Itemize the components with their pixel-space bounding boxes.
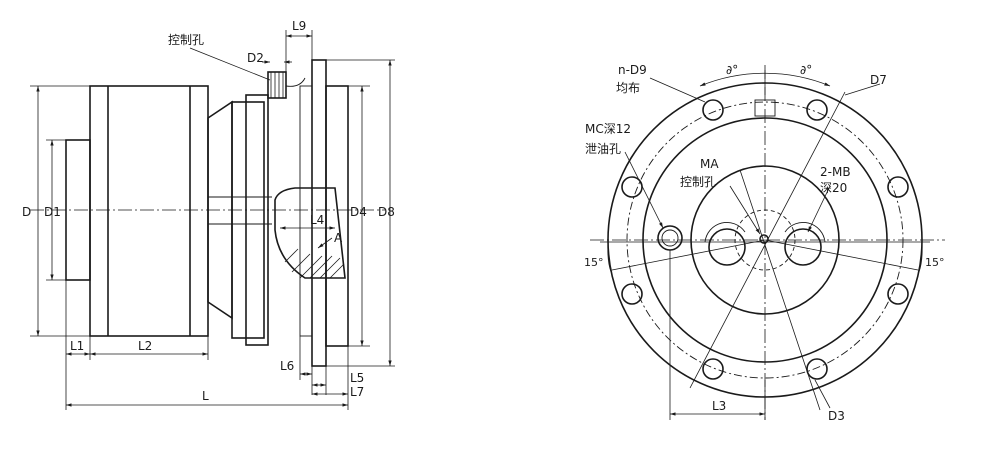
mb-hole-right xyxy=(784,228,822,266)
label-theta-1: ∂° xyxy=(726,63,738,77)
label-drain-hole: 泄油孔 xyxy=(585,142,621,156)
label-D: D xyxy=(22,205,31,219)
leader-MB xyxy=(807,185,831,233)
bolt-hole xyxy=(702,358,724,380)
label-D2: D2 xyxy=(247,51,264,65)
label-depth20: 深20 xyxy=(820,181,847,195)
label-D3: D3 xyxy=(828,409,845,423)
bolt-hole xyxy=(621,176,643,198)
bolt-holes xyxy=(621,99,909,380)
label-2-MB: 2-MB xyxy=(820,165,851,179)
inner-body-circle xyxy=(642,117,888,363)
bolt-hole xyxy=(806,99,828,121)
front-view: n-D9 均布 ∂° ∂° D7 MC深12 泄油孔 MA 控制孔 2-MB 深… xyxy=(584,63,945,423)
label-A: A xyxy=(334,231,343,245)
mid-section xyxy=(231,101,265,339)
flange-left-face xyxy=(299,85,313,337)
diag-D7 xyxy=(689,91,846,389)
angle-arc-right xyxy=(918,241,923,273)
angle-line-left xyxy=(611,239,766,271)
leader-D3 xyxy=(814,379,831,409)
mid-ring xyxy=(245,94,269,346)
label-n-D9: n-D9 xyxy=(618,63,647,77)
mb-thread-right xyxy=(784,222,826,243)
leader-D7 xyxy=(844,83,881,96)
label-control-hole: 控制孔 xyxy=(168,33,204,47)
label-L3: L3 xyxy=(712,399,726,413)
label-L5: L5 xyxy=(350,371,364,385)
inner-dashed-circle xyxy=(734,209,796,271)
leader-MC xyxy=(624,151,664,229)
label-angle-left: 15° xyxy=(584,256,604,269)
hub-circle xyxy=(690,165,840,315)
label-evenly: 均布 xyxy=(616,81,640,95)
label-L1: L1 xyxy=(70,339,84,353)
leader-A xyxy=(317,237,333,249)
label-L9: L9 xyxy=(292,19,306,33)
bolt-hole xyxy=(621,283,643,305)
angle-arc-left xyxy=(607,241,612,273)
bolt-hole xyxy=(806,358,828,380)
flange-hub xyxy=(325,85,349,347)
bolt-hole xyxy=(702,99,724,121)
diag-D3 xyxy=(739,169,821,411)
leader-n-D9 xyxy=(649,77,706,103)
label-L6: L6 xyxy=(280,359,294,373)
section-cut xyxy=(274,187,346,279)
control-hole-boss xyxy=(267,71,287,99)
label-L2: L2 xyxy=(138,339,152,353)
label-MA: MA xyxy=(700,157,719,171)
label-D1: D1 xyxy=(44,205,61,219)
mb-hole-left xyxy=(708,228,746,266)
mb-thread-left xyxy=(704,222,746,243)
bolt-hole xyxy=(887,283,909,305)
label-D7: D7 xyxy=(870,73,887,87)
label-control-hole-front: 控制孔 xyxy=(680,175,716,189)
label-D4: D4 xyxy=(350,205,367,219)
angle-line-right xyxy=(764,239,919,271)
leader-MA xyxy=(729,185,761,235)
label-L: L xyxy=(202,389,209,403)
label-L4: L4 xyxy=(310,213,324,227)
bolt-circle xyxy=(626,101,904,379)
label-L7: L7 xyxy=(350,385,364,399)
boss-curve xyxy=(285,77,306,87)
bolt-hole xyxy=(887,176,909,198)
drain-hole-inner xyxy=(661,229,679,247)
label-MC: MC深12 xyxy=(585,122,631,136)
key-slot xyxy=(754,99,776,117)
label-theta-2: ∂° xyxy=(800,63,812,77)
label-D8: D8 xyxy=(378,205,395,219)
leader-control-hole xyxy=(189,47,271,81)
label-angle-right: 15° xyxy=(925,256,945,269)
section-hatching xyxy=(284,248,345,279)
side-view: 控制孔 D2 L9 D D1 D4 D8 L4 A L1 L2 L6 L5 L7… xyxy=(22,19,395,410)
